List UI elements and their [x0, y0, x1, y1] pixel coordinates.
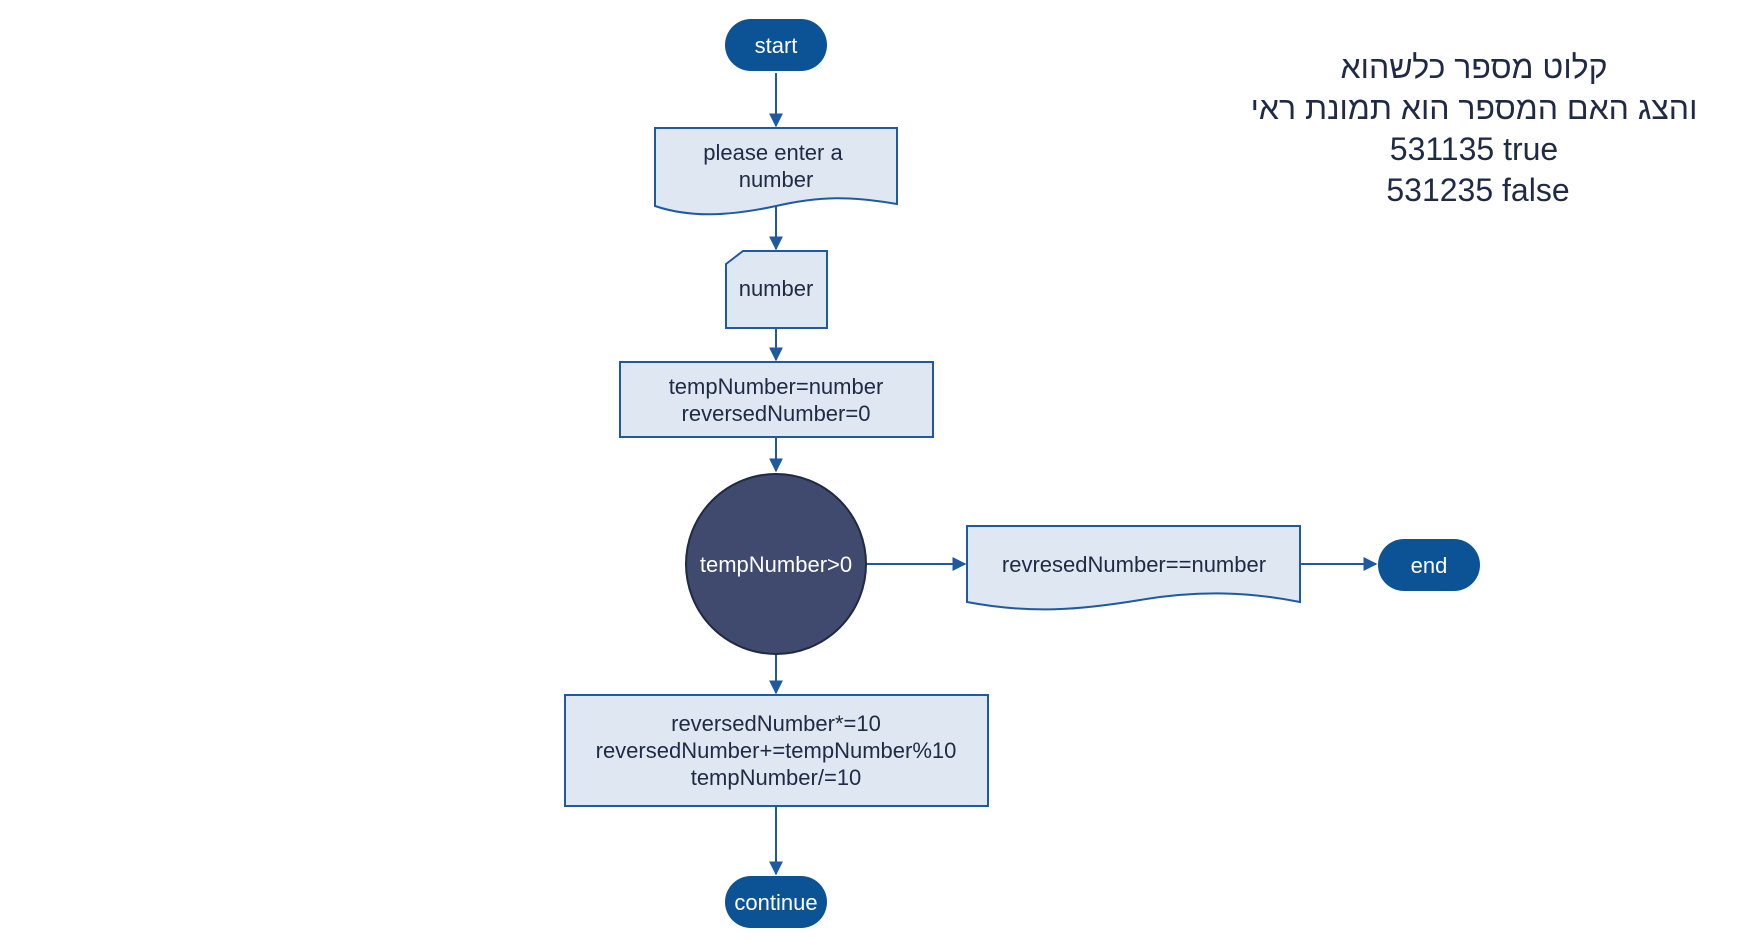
condition-label: tempNumber>0	[700, 552, 852, 577]
init-line-1: tempNumber=number	[669, 374, 884, 399]
task-note-line-4: 531235 false	[1386, 172, 1569, 208]
output-document-shape: revresedNumber==number	[966, 525, 1301, 611]
loop-body-line-2: reversedNumber+=tempNumber%10	[596, 738, 957, 763]
init-line-2: reversedNumber=0	[682, 401, 871, 426]
input-shape: number	[725, 250, 828, 329]
prompt-line-2: number	[739, 167, 814, 192]
task-note-line-2: והצג האם המספר הוא תמונת ראי	[1251, 90, 1698, 126]
start-terminal: start	[725, 19, 827, 71]
task-note-line-1: קלוט מספר כלשהוא	[1341, 49, 1608, 85]
init-process-box: tempNumber=number reversedNumber=0	[619, 361, 934, 438]
task-note-line-3: 531135 true	[1390, 131, 1558, 167]
end-label: end	[1411, 553, 1448, 578]
connectors	[769, 73, 1378, 876]
loop-body-box: reversedNumber*=10 reversedNumber+=tempN…	[564, 694, 989, 807]
loop-body-line-1: reversedNumber*=10	[671, 711, 881, 736]
end-terminal: end	[1378, 539, 1480, 591]
prompt-document-shape: please enter a number	[654, 127, 898, 216]
condition-circle: tempNumber>0	[685, 473, 867, 655]
start-label: start	[755, 33, 798, 58]
input-label: number	[739, 276, 814, 301]
continue-terminal: continue	[725, 876, 827, 928]
task-note: קלוט מספר כלשהוא והצג האם המספר הוא תמונ…	[1251, 49, 1698, 208]
output-label: revresedNumber==number	[1002, 552, 1266, 577]
loop-body-line-3: tempNumber/=10	[691, 765, 862, 790]
prompt-line-1: please enter a	[703, 140, 843, 165]
continue-label: continue	[734, 890, 817, 915]
